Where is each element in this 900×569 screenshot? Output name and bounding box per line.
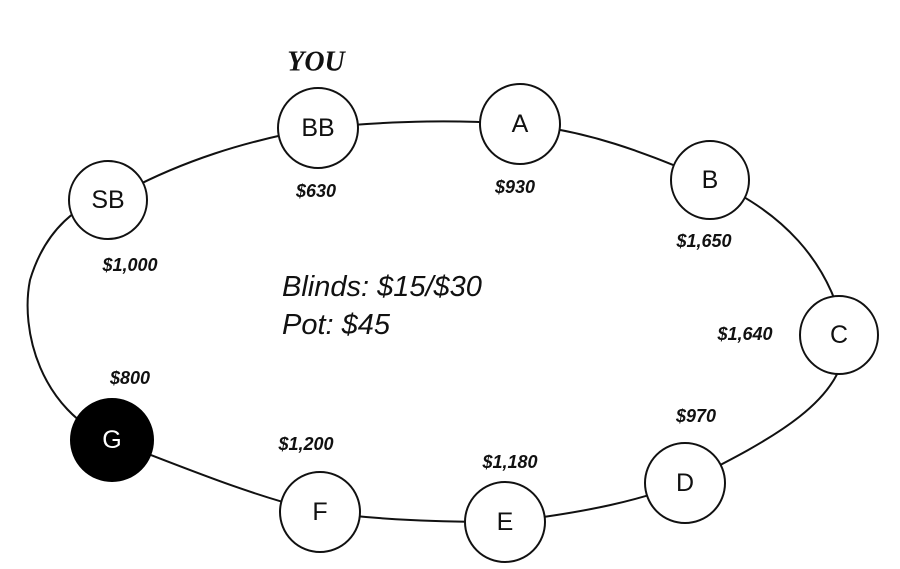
pot-info: Pot: $45 [282, 309, 391, 341]
seat-d: D $970 [644, 406, 726, 524]
hero-label: YOU [287, 47, 346, 78]
seat-c-stack: $1,640 [716, 324, 772, 344]
seat-c-marker [799, 295, 879, 375]
seat-sb-label: SB [91, 186, 124, 214]
seat-sb-marker [68, 160, 148, 240]
seat-d-stack: $970 [675, 406, 716, 426]
seat-bb-stack: $630 [295, 181, 336, 201]
seat-a-marker [479, 83, 561, 165]
seat-bb: BB $630 [277, 87, 359, 201]
seat-e-marker [464, 481, 546, 563]
seat-sb-stack: $1,000 [101, 255, 157, 275]
seat-bb-label: BB [301, 114, 334, 142]
seat-b-marker [670, 140, 750, 220]
seat-g-stack: $800 [109, 368, 150, 388]
seat-e-label: E [497, 508, 514, 536]
seat-b: B $1,650 [670, 140, 750, 251]
seat-f-marker [279, 471, 361, 553]
seat-g-label: G [102, 426, 121, 454]
seat-c: C $1,640 [716, 295, 879, 375]
seat-a-stack: $930 [494, 177, 535, 197]
seat-f-stack: $1,200 [277, 434, 333, 454]
seat-c-label: C [830, 321, 848, 349]
seat-g-marker [70, 398, 154, 482]
seat-d-label: D [676, 469, 694, 497]
seat-f: F $1,200 [277, 434, 361, 553]
seat-d-marker [644, 442, 726, 524]
seat-g: G $800 [70, 368, 154, 482]
seat-e: E $1,180 [464, 452, 546, 563]
seat-a: A $930 [479, 83, 561, 197]
seat-a-label: A [512, 110, 529, 138]
seat-bb-marker [277, 87, 359, 169]
blinds-info: Blinds: $15/$30 [282, 271, 482, 303]
seat-sb: SB $1,000 [68, 160, 158, 275]
seat-b-label: B [702, 166, 719, 194]
seat-b-stack: $1,650 [675, 231, 731, 251]
seat-e-stack: $1,180 [481, 452, 537, 472]
seat-f-label: F [312, 498, 327, 526]
